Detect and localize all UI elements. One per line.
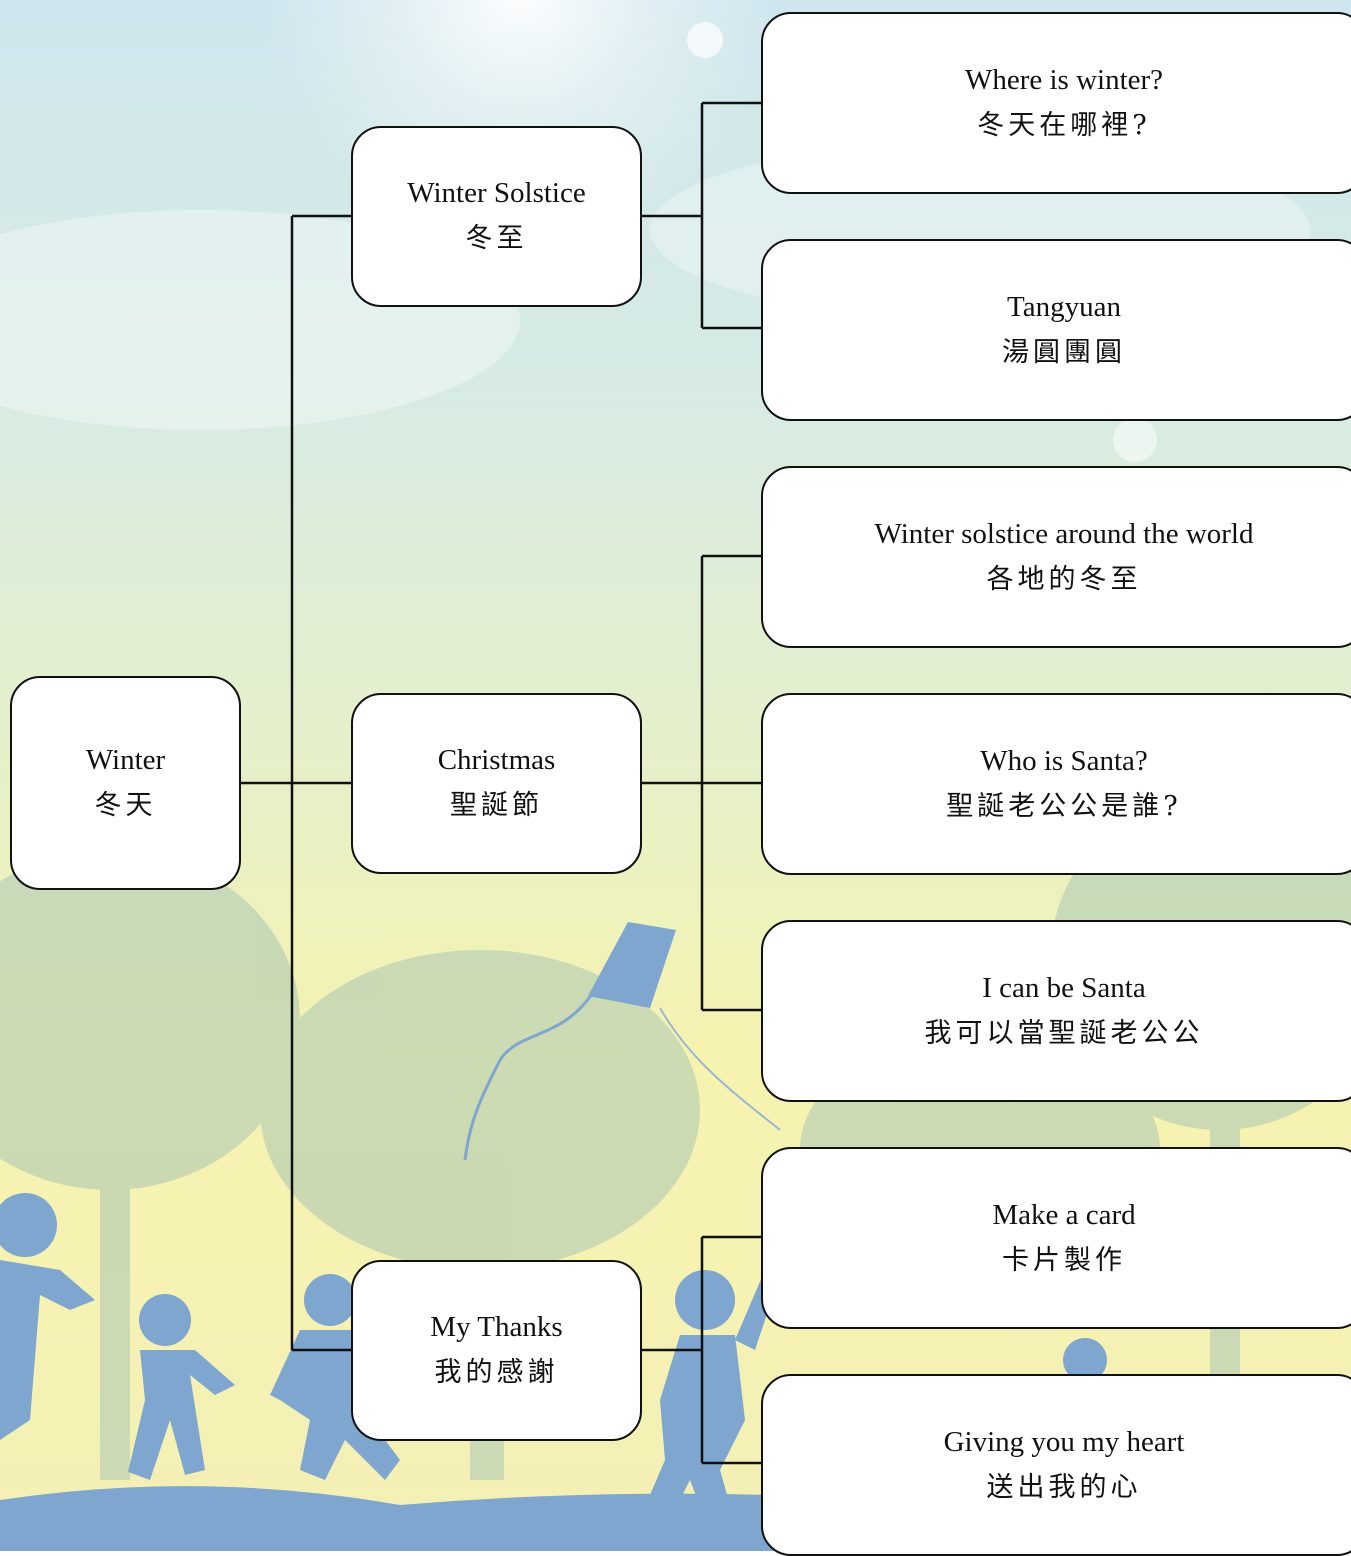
node-leaf-solstice-around-world[interactable]: Winter solstice around the world 各地的冬至 [761, 466, 1351, 648]
node-leaf-tangyuan[interactable]: Tangyuan 湯圓團圓 [761, 239, 1351, 421]
node-branch-christmas[interactable]: Christmas 聖誕節 [351, 693, 642, 874]
kite-tail [463, 993, 594, 1161]
node-branch-my-thanks[interactable]: My Thanks 我的感謝 [351, 1260, 642, 1441]
node-label-zh: 聖誕節 [450, 790, 543, 822]
node-label-en: Make a card [992, 1198, 1136, 1231]
node-label-en: Winter Solstice [407, 177, 586, 210]
node-label-zh: 卡片製作 [1002, 1244, 1126, 1276]
node-label-en: Where is winter? [964, 63, 1164, 96]
node-label-en: My Thanks [430, 1311, 563, 1344]
lens-flare [1113, 418, 1157, 462]
node-label-en: I can be Santa [982, 971, 1146, 1004]
node-label-en: Christmas [437, 744, 556, 777]
node-leaf-i-can-be-santa[interactable]: I can be Santa 我可以當聖誕老公公 [761, 920, 1351, 1102]
node-label-en: Tangyuan [1007, 290, 1121, 323]
node-label-zh: 各地的冬至 [986, 563, 1142, 595]
node-label-en: Who is Santa? [980, 744, 1148, 777]
node-label-zh: 我的感謝 [434, 1357, 559, 1389]
node-label-en: Winter solstice around the world [874, 517, 1254, 550]
node-label-zh: 冬天在哪裡? [977, 109, 1151, 141]
kite-string [659, 1007, 781, 1131]
node-label-zh: 冬至 [465, 223, 528, 255]
node-label-zh: 聖誕老公公是誰? [946, 790, 1182, 822]
node-root-winter[interactable]: Winter 冬天 [10, 676, 241, 890]
node-leaf-giving-you-my-heart[interactable]: Giving you my heart 送出我的心 [761, 1374, 1351, 1556]
node-label-zh: 冬天 [94, 789, 157, 821]
node-branch-winter-solstice[interactable]: Winter Solstice 冬至 [351, 126, 642, 307]
node-label-en: Giving you my heart [943, 1425, 1185, 1458]
node-label-zh: 湯圓團圓 [1002, 336, 1126, 368]
lens-flare [687, 22, 723, 58]
node-leaf-make-a-card[interactable]: Make a card 卡片製作 [761, 1147, 1351, 1329]
node-label-zh: 送出我的心 [986, 1471, 1142, 1503]
node-leaf-who-is-santa[interactable]: Who is Santa? 聖誕老公公是誰? [761, 693, 1351, 875]
kite [588, 922, 676, 1008]
node-leaf-where-is-winter[interactable]: Where is winter? 冬天在哪裡? [761, 12, 1351, 194]
node-label-en: Winter [85, 743, 166, 776]
node-label-zh: 我可以當聖誕老公公 [924, 1017, 1204, 1049]
